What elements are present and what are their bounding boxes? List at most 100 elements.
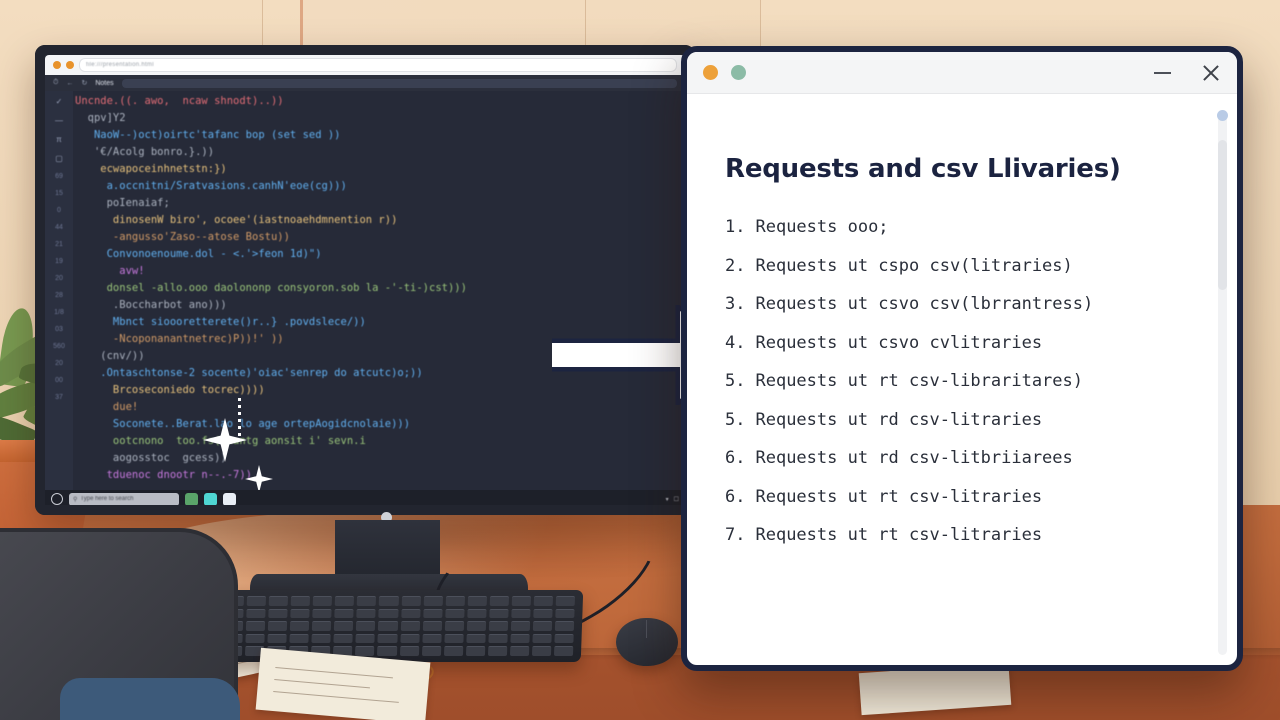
keyboard-key (466, 621, 486, 631)
slide-list-item: 4. Requests ut csvo cvlitraries (725, 332, 1197, 354)
keyboard-key (444, 608, 465, 619)
taskbar-tray: ▾ ☐ (666, 496, 679, 503)
list-item-text: Requests ut csvo cvlitraries (755, 332, 1043, 353)
presentation-window[interactable]: Requests and csv Llivaries) 1.Requests o… (681, 46, 1243, 671)
keyboard-key (509, 646, 530, 656)
office-chair (0, 528, 240, 720)
code-line: Mbnct sioooretterete()r..} .povdslece/)) (75, 316, 366, 328)
list-item-text: Requests ut rt csv-litraries (755, 486, 1043, 507)
green-dot-icon[interactable] (731, 65, 746, 80)
code-line: qpv]Y2 (75, 112, 126, 124)
search-icon: ⚲ (73, 496, 78, 503)
search-input[interactable]: ⚲ Type here to search (69, 492, 179, 506)
keyboard-key (379, 596, 399, 606)
os-taskbar: ⚲ Type here to search ▾ ☐ (45, 490, 685, 508)
keyboard-key (533, 596, 553, 606)
refresh-icon[interactable]: ↻ (81, 80, 88, 87)
minimize-icon[interactable] (1154, 71, 1171, 74)
back-icon[interactable]: ← (66, 79, 74, 87)
keyboard-key (553, 646, 574, 656)
list-item-number: 7. (725, 525, 746, 546)
line-number: 0 (57, 207, 61, 214)
list-item-text: Requests ut rt csv-libraritares) (755, 371, 1083, 392)
close-icon[interactable] (1201, 63, 1221, 83)
slide-list-item: 5.Requests ut rt csv-libraritares) (725, 372, 1197, 392)
tray-icon[interactable]: ▾ (665, 496, 669, 503)
keyboard-key (268, 596, 289, 606)
line-number: 20 (55, 360, 63, 367)
tab-notes[interactable]: Notes (95, 79, 114, 87)
browser-icon[interactable] (223, 492, 236, 506)
keyboard-key (378, 608, 399, 619)
editor-toolbar: ⏱ ← ↻ Notes (45, 75, 685, 91)
keyboard-key (422, 608, 443, 619)
keyboard-key (487, 646, 508, 656)
keyboard-key (290, 621, 310, 631)
slide-content: Requests and csv Llivaries) 1.Requests o… (687, 94, 1237, 665)
keyboard-key (399, 646, 419, 656)
scrollbar-track[interactable] (1218, 110, 1227, 655)
paper-line (273, 690, 399, 703)
keyboard-key (399, 633, 420, 644)
keyboard-key (312, 608, 332, 619)
keyboard-key (246, 596, 267, 606)
terminal-icon[interactable] (204, 492, 217, 506)
slide-list-item: 7.Requests ut rt csv-litraries (725, 526, 1197, 546)
keyboard-key (246, 608, 266, 619)
keyboard-key (555, 608, 575, 619)
windows-icon[interactable] (51, 493, 63, 505)
keyboard-key (466, 608, 487, 619)
code-line: poIenaiaf; (75, 197, 170, 209)
code-line: -Ncoponanantnetrec)P))!' )) (75, 333, 284, 345)
code-line: due! (75, 401, 139, 413)
mouse-button-divider (646, 620, 647, 638)
keyboard-key (290, 608, 310, 619)
files-icon[interactable] (185, 492, 198, 506)
line-number: 15 (55, 190, 63, 197)
keyboard-key (533, 608, 553, 619)
keyboard-key (335, 596, 355, 606)
keyboard-key (531, 646, 552, 656)
keyboard-key (443, 646, 464, 656)
keyboard-key (511, 596, 531, 606)
paper-line (275, 667, 393, 679)
code-line: .Boccharbot ano))) (75, 299, 227, 311)
code-text-area[interactable]: Uncnde.((. awo, ncaw shnodt)..)) qpv]Y2 … (75, 93, 685, 488)
clock-icon[interactable]: ⏱ (53, 79, 59, 86)
slide-title: Requests and csv Llivaries) (725, 154, 1121, 184)
dash-icon[interactable]: — (55, 116, 63, 125)
code-editor[interactable]: ✓ — π ▢ 69 15 0 44 21 19 20 28 1/8 03 56… (45, 91, 685, 490)
keyboard-key (422, 633, 442, 644)
list-item-number: 4. (725, 332, 746, 353)
address-bar[interactable]: file:///presentation.html (79, 58, 677, 72)
keyboard-key (510, 621, 531, 631)
amber-dot-icon[interactable] (703, 65, 718, 80)
code-line: donsel -allo.ooo daolononp consyoron.sob… (75, 282, 467, 294)
keyboard-key (401, 596, 421, 606)
slide-bullet-list: 1.Requests ooo;2.Requests ut cspo csv(li… (725, 217, 1197, 546)
tray-icon[interactable]: ☐ (673, 496, 679, 503)
scrollbar-thumb[interactable] (1218, 140, 1227, 290)
keyboard-key (422, 621, 442, 631)
keyboard-key (554, 621, 575, 631)
code-line: Convonoenoume.dol - <.'>feon 1d)") (75, 248, 322, 260)
keyboard-key (445, 596, 465, 606)
line-number: 37 (55, 394, 63, 401)
keyboard-key (245, 633, 265, 644)
keyboard-key (356, 621, 376, 631)
keyboard-key (444, 621, 464, 631)
book-icon[interactable]: ▢ (55, 154, 63, 163)
code-line: (cnv/)) (75, 350, 145, 362)
browser-dot-icon (66, 61, 74, 69)
address-bar-text: file:///presentation.html (86, 62, 154, 68)
line-number: 03 (55, 326, 63, 333)
keyboard-key (532, 633, 552, 644)
keyboard-key (355, 633, 376, 644)
slide-list-item: 5.Requests ut rd csv-litraries (725, 410, 1197, 431)
paper-line (274, 678, 370, 689)
check-icon[interactable]: ✓ (55, 97, 63, 106)
pi-icon[interactable]: π (56, 135, 62, 144)
code-line: Soconete..Berat.lao lo age ortepAogidcno… (75, 418, 411, 430)
keyboard-key (377, 633, 398, 644)
